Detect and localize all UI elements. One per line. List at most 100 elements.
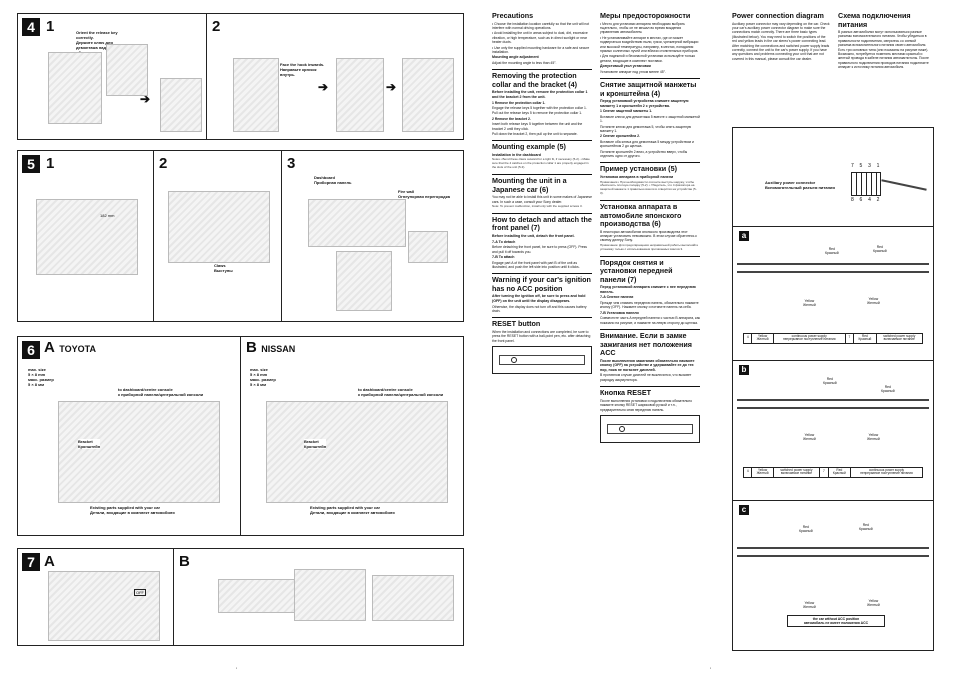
illustration-7-b1: [218, 579, 300, 613]
power-text-ru: В разных автомобилях могут использоватьс…: [838, 30, 929, 70]
power-wire: [737, 399, 929, 401]
panel-5-divider-2: [281, 151, 282, 321]
table-row: 4 Yellow Желтый continuous power supply …: [742, 333, 924, 344]
power-text: Auxiliary power connector may vary depen…: [732, 21, 830, 61]
pin-cell: 4: [742, 333, 753, 344]
red-label: Red Красный: [873, 245, 887, 253]
removing-step-ru: Вставьте ключи для демонтажа 5 вместе с …: [600, 114, 700, 124]
red-label: Red Красный: [881, 385, 895, 393]
yellow-label: Yellow Желтый: [867, 297, 880, 305]
step-6-badge: 6: [22, 341, 40, 359]
illustration-4-1b: [106, 44, 148, 96]
illustration-5-2: [168, 191, 270, 263]
illustration-5-3a: [308, 199, 406, 247]
yellow-label: Yellow Желтый: [803, 299, 816, 307]
power-wire: [737, 263, 929, 265]
angle-text: Adjust the mounting angle to less than 4…: [492, 60, 557, 65]
table-row: 4 Yellow Желтый switched power supply вк…: [742, 467, 924, 478]
unit-slot: [607, 423, 693, 434]
yellow-label: Yellow Желтый: [803, 601, 816, 609]
reset-heading-ru: Кнопка RESET: [600, 386, 700, 398]
detach-a-text-ru: Прежде чем снимать переднюю панель, обяз…: [600, 300, 699, 310]
crop-mark: ': [236, 668, 238, 674]
detach-intro-ru: Перед установкой аппарата снимите с нее …: [600, 285, 696, 294]
removing-step-ru: 2 Снятие кронштейна 2.: [600, 134, 640, 139]
illustration-7-a: [48, 571, 160, 641]
red-label: Red Красный: [823, 377, 837, 385]
arrow-icon: ➔: [318, 80, 329, 94]
pin-cell: 7: [844, 333, 855, 344]
step-7-a: A: [44, 553, 55, 570]
step-5-sub-2: 2: [159, 155, 168, 172]
illustration-6-toyota: [58, 401, 220, 503]
panel-step-4: 4 1 2 Orient the release key correctly.Д…: [17, 13, 464, 140]
step-5-sub-3: 3: [287, 155, 296, 172]
removing-intro-ru: Перед установкой устройства снимите защи…: [600, 99, 689, 108]
panel-7-divider: [173, 549, 174, 645]
illustration-4-2b: [336, 58, 384, 132]
nissan-to-dash: to dashboard/centre console к приборной …: [358, 387, 444, 397]
toyota-bracket-label: Bracket Кронштейн: [78, 439, 101, 449]
section-b-table: 4 Yellow Желтый switched power supply вк…: [742, 467, 924, 478]
japan-text: You may not be able to install this unit…: [492, 195, 592, 204]
japan-heading-ru: Установка аппарата в автомобиле японског…: [600, 200, 700, 229]
removing-step-ru: 1 Снятие защитной манжеты 1.: [600, 109, 653, 114]
section-c: c Red Красный Red Красный Yellow Желтый …: [733, 500, 933, 651]
removing-step: 2 Remove the bracket 2.: [492, 116, 531, 121]
removing-intro: Before installing the unit, remove the p…: [492, 90, 588, 99]
column-english: Precautions • Choose the installation lo…: [492, 10, 592, 375]
nissan-existing-parts: Existing parts supplied with your car Де…: [310, 505, 395, 515]
example-heading: Mounting example (5): [492, 140, 592, 152]
step-7-badge: 7: [22, 553, 40, 571]
detach-b-heading-ru: 7-B Установка панели: [600, 310, 639, 315]
illustration-5-1: [36, 199, 138, 275]
section-a-label: a: [739, 231, 749, 241]
wire-cell: Red Красный: [853, 333, 877, 344]
removing-heading-ru: Снятие защитной манжеты и кронштейна (4): [600, 78, 700, 98]
toyota-to-dash: to dashboard/centre console к приборной …: [118, 387, 204, 397]
illustration-4-2c: [402, 58, 454, 132]
supply-cell: switched power supply включаемое питание: [875, 333, 924, 344]
hook-note: Face the hook inwards.Направьте крючок в…: [280, 62, 325, 77]
reset-text: When the installation and connections ar…: [492, 329, 591, 343]
panel-4-divider: [206, 14, 207, 139]
column-power-ru: Схема подключения питания В разных автом…: [838, 10, 930, 70]
wire-cell: Yellow Желтый: [751, 333, 774, 344]
red-label: Red Красный: [799, 525, 813, 533]
japan-heading: Mounting the unit in a Japanese car (6): [492, 174, 592, 194]
no-acc-note: the car without ACC position автомобиль …: [787, 615, 885, 627]
angle-text-ru: Установите аппарат под углом менее 45°.: [600, 69, 666, 74]
reset-text-ru: После выполнения установки и подключения…: [600, 398, 692, 412]
example-notes: Notes • Bend these claws outward for a t…: [492, 157, 590, 170]
step-5-badge: 5: [22, 155, 40, 173]
warning-bold-ru: После выключения зажигания обязательно н…: [600, 358, 695, 372]
red-label: Red Красный: [859, 523, 873, 531]
connector-icon: [851, 172, 881, 196]
step-4-sub-2: 2: [212, 18, 221, 35]
supply-cell: continuous power supply непрерывное пост…: [849, 467, 924, 478]
step-5-sub-1: 1: [46, 155, 55, 172]
detach-intro: Before installing the unit, detach the f…: [492, 233, 575, 238]
angle-heading-ru: Допустимый угол установки: [600, 64, 651, 69]
panel-6-divider: [240, 337, 241, 535]
illustration-6-nissan: [266, 401, 448, 503]
supply-cell: switched power supply включаемое питание: [772, 467, 821, 478]
example-sub-ru: Установка аппарата в приборной панели: [600, 174, 674, 179]
pin-cell: 4: [742, 467, 753, 478]
pin-numbers-top: 7 5 3 1: [851, 163, 881, 169]
illustration-5-3c: [408, 231, 448, 263]
example-sub: Installation in the dashboard: [492, 152, 541, 157]
reset-button-icon: [619, 425, 625, 432]
warning-heading-ru: Внимание. Если в замке зажигания нет пол…: [600, 329, 700, 358]
reset-illustration: [492, 346, 592, 375]
removing-step: 1 Remove the protection collar 1.: [492, 100, 546, 105]
detach-a-text: Before detaching the front panel, be sur…: [492, 245, 587, 254]
wire-cell: Yellow Желтый: [751, 467, 774, 478]
removing-step: Pull out the release keys 5 to remove th…: [492, 111, 583, 116]
